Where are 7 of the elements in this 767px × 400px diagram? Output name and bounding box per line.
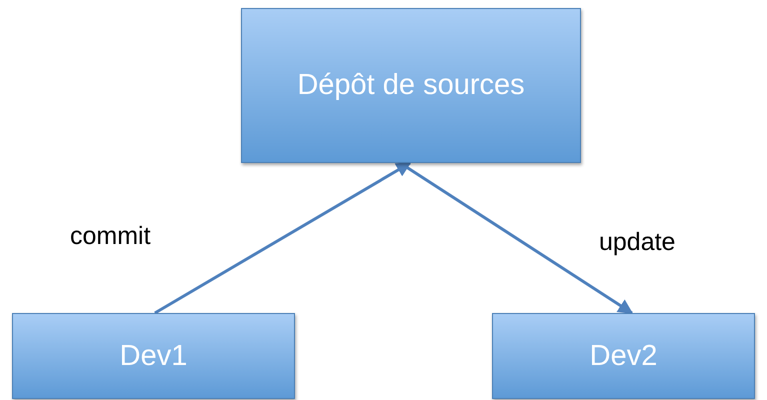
box-label: Dev1 — [120, 340, 188, 372]
box-label: Dev2 — [590, 340, 658, 372]
arrow — [154, 162, 412, 314]
box-label: Dépôt de sources — [297, 69, 525, 102]
process-box — [492, 313, 755, 399]
process-box — [241, 8, 581, 163]
process-box — [12, 313, 295, 399]
